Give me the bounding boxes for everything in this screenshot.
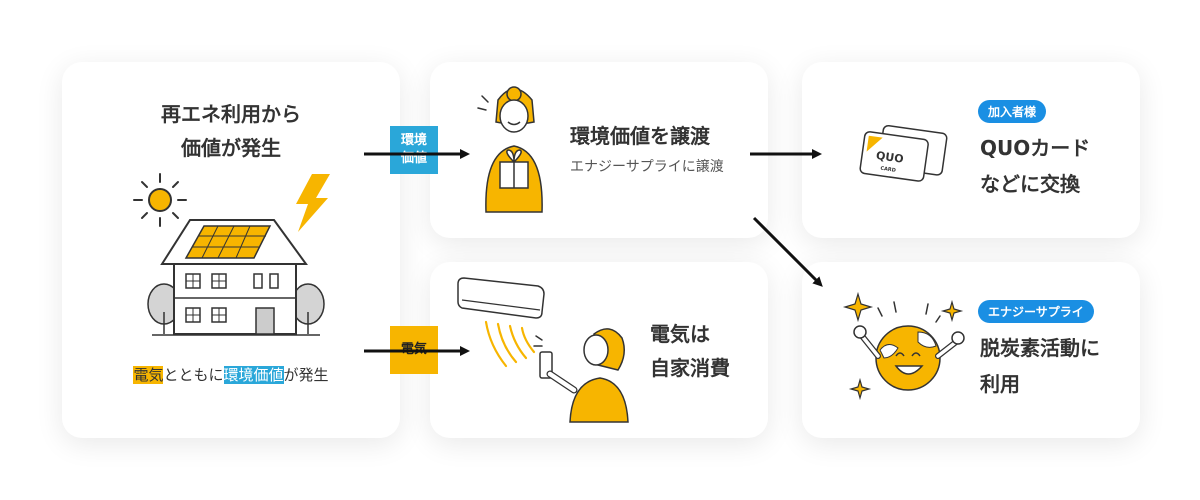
card-quo: QUO CARD 加入者様 QUOカード などに交換: [802, 62, 1140, 238]
card-left-title-line2: 価値が発生: [181, 136, 281, 160]
quo-line2: などに交換: [980, 172, 1080, 196]
air-conditioner-icon: [457, 277, 545, 368]
caption-tail: が発生: [283, 366, 329, 384]
card-value-generation: 再エネ利用から 価値が発生: [62, 62, 400, 438]
arrow-to-decarb: [752, 216, 823, 287]
card-transfer: 環境価値を譲渡 エナジーサプライに譲渡: [430, 62, 768, 238]
decarb-line1: 脱炭素活動に: [980, 336, 1100, 360]
quo-card-icon: QUO CARD: [859, 124, 948, 182]
caption-env-value-highlight: 環境価値: [223, 366, 284, 384]
caption-electricity-highlight: 電気: [133, 366, 164, 384]
sun-icon: [133, 173, 187, 227]
woman-gift-icon: [477, 86, 543, 213]
member-pill: 加入者様: [978, 100, 1047, 123]
self-consumption-line1: 電気は: [650, 322, 710, 346]
transfer-title: 環境価値を譲渡: [570, 124, 710, 148]
card-self-consumption: 電気は 自家消費: [430, 262, 768, 438]
lightning-icon: [296, 174, 330, 232]
quo-line1: QUOカード: [980, 136, 1091, 160]
decarb-line2: 利用: [980, 372, 1020, 396]
card-decarbonization: エナジーサプライ 脱炭素活動に 利用: [802, 262, 1140, 438]
card-left-title-line1: 再エネ利用から: [161, 102, 301, 126]
happy-earth-icon: [842, 291, 965, 401]
quo-card-label: QUO: [875, 149, 904, 166]
self-consumption-line2: 自家消費: [650, 356, 730, 380]
energy-supply-pill: エナジーサプライ: [978, 300, 1094, 323]
solar-house-icon: [147, 219, 325, 336]
card-left-caption: 電気とともに環境価値が発生: [62, 364, 400, 385]
quo-card-sub-label: CARD: [880, 166, 896, 174]
transfer-subtitle: エナジーサプライに譲渡: [570, 159, 724, 175]
badge-env-value-line1: 環境: [400, 133, 427, 148]
caption-connector: とともに: [163, 366, 224, 384]
woman-remote-icon: [533, 328, 629, 423]
